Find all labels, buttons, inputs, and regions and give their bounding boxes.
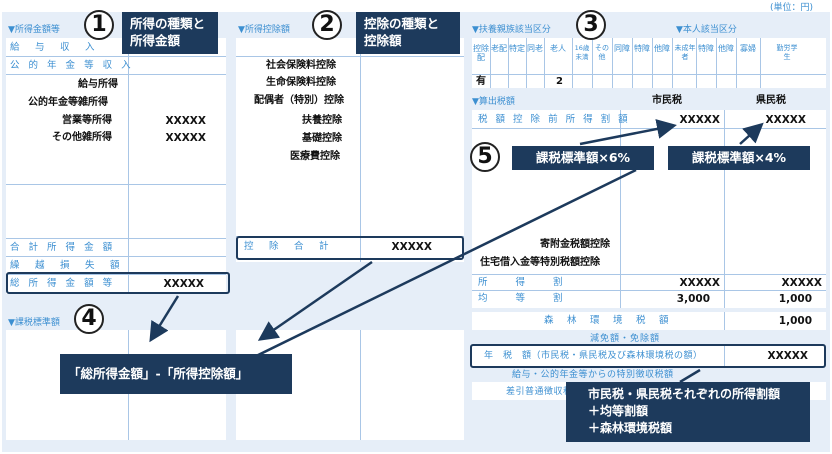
equal-split-label: 均 等 割 <box>478 293 566 304</box>
col-other-disabled: 他障 <box>654 44 670 53</box>
col-minor: 未成年者 <box>674 44 696 61</box>
medical-deduction: 医療費控除 <box>290 151 340 162</box>
other-misc-income-value: XXXXX <box>165 132 206 144</box>
self-category-header: ▼本人該当区分 <box>676 25 737 35</box>
total-income-label: 合 計 所 得 金 額 <box>10 242 116 253</box>
taxable-standard-header: ▼課税標準額 <box>8 318 60 328</box>
pension-misc-income-type: 公的年金等雑所得 <box>28 97 108 108</box>
callout-annual-formula: 市民税・県民税それぞれの所得割額 ＋均等割額 ＋森林環境税額 <box>566 382 810 442</box>
dependent-deduction: 扶養控除 <box>302 115 342 126</box>
deduction-total-value: XXXXX <box>391 241 432 253</box>
annual-tax-highlight <box>470 344 826 368</box>
col-spouse-deduction: 控除配 <box>473 44 489 62</box>
tax-table <box>472 110 826 308</box>
callout-city-rate: 課税標準額×6% <box>512 146 654 170</box>
pension-income-label: 公 的 年 金 等 収 入 <box>10 60 134 71</box>
income-panel <box>6 22 226 294</box>
unit-label: (単位：円) <box>770 3 814 13</box>
marker-1: 1 <box>84 10 114 40</box>
deduction-section-header: ▼所得控除額 <box>238 25 290 35</box>
basic-deduction: 基礎控除 <box>302 133 342 144</box>
reduction-label: 減免額・免除額 <box>590 334 661 344</box>
housing-loan-deduction-label: 住宅借入金等特別税額控除 <box>480 257 600 268</box>
salary-income-type: 給与所得 <box>78 79 118 90</box>
col-specific: 特定 <box>509 44 525 53</box>
salary-income-label: 給 与 収 入 <box>10 42 98 53</box>
arrow-to-city-tax <box>579 119 677 146</box>
income-table <box>6 38 226 294</box>
col-other: その他 <box>595 44 609 61</box>
equal-split-city-value: 3,000 <box>676 293 710 305</box>
pref-tax-header: 県民税 <box>756 95 786 106</box>
pre-deduction-city-value: XXXXX <box>679 114 720 126</box>
other-misc-income-type: その他雑所得 <box>52 132 112 143</box>
gross-income-highlight <box>6 272 230 294</box>
col-cohabit-disabled: 同障 <box>614 44 630 53</box>
donation-deduction-label: 寄附金税額控除 <box>540 239 610 250</box>
col-working-student: 勤労学生 <box>776 44 798 61</box>
income-section-header: ▼所得金額等 <box>8 25 60 35</box>
deduction-total-highlight <box>236 236 464 260</box>
deduction-panel <box>236 22 464 262</box>
col-elderly-spouse: 老配 <box>491 44 507 53</box>
annual-tax-value: XXXXX <box>767 350 808 362</box>
ordinary-collection-label: 差引普通徴収税額 <box>506 387 583 397</box>
income-split-label: 所 得 割 <box>478 277 566 288</box>
forest-tax-label: 森 林 環 境 税 額 <box>544 315 671 326</box>
col-cohabit-elderly: 同老 <box>527 44 543 53</box>
col-self-special-disabled: 特障 <box>698 44 714 53</box>
income-col-divider <box>128 38 129 294</box>
col-widow: 寡婦 <box>740 44 756 53</box>
income-split-pref-value: XXXXX <box>781 277 822 289</box>
arrow-to-pref-tax <box>739 122 764 145</box>
marker-4: 4 <box>74 304 104 334</box>
gross-income-value: XXXXX <box>163 278 204 290</box>
carryover-loss-label: 繰 越 損 失 額 <box>10 260 123 271</box>
special-collection-label: 給与・公的年金等からの特別徴収税額 <box>512 370 674 380</box>
pre-deduction-pref-value: XXXXX <box>765 114 806 126</box>
category-grid <box>472 38 826 88</box>
business-income-type: 営業等所得 <box>62 115 112 126</box>
spouse-deduction-value: 有 <box>476 76 486 87</box>
dependents-header: ▼扶養親族該当区分 <box>472 25 551 35</box>
arrow-taxable-to-tax <box>247 168 637 362</box>
city-tax-header: 市民税 <box>652 95 682 106</box>
life-insurance-deduction: 生命保険料控除 <box>266 77 336 88</box>
annual-tax-label: 年 税 額（市民税・県民税及び森林環境税の額） <box>484 351 703 361</box>
callout-pref-rate: 課税標準額×4% <box>668 146 810 170</box>
spouse-deduction: 配偶者（特別）控除 <box>254 95 344 106</box>
col-elderly: 老人 <box>550 44 566 53</box>
pre-deduction-label: 税 額 控 除 前 所 得 割 額 <box>478 114 631 125</box>
callout-taxable-formula: 「総所得金額」-「所得控除額」 <box>60 354 292 394</box>
marker-5: 5 <box>470 142 500 172</box>
col-self-other-disabled: 他障 <box>718 44 734 53</box>
callout-income-types: 所得の種類と 所得金額 <box>122 12 218 54</box>
callout-deduction-types: 控除の種類と 控除額 <box>356 12 460 54</box>
business-income-value: XXXXX <box>165 115 206 127</box>
income-split-city-value: XXXXX <box>679 277 720 289</box>
arrow-gross-to-taxable <box>149 295 180 343</box>
marker-2: 2 <box>312 10 342 40</box>
gross-income-label: 総 所 得 金 額 等 <box>10 278 116 289</box>
social-insurance-deduction: 社会保険料控除 <box>266 60 336 71</box>
marker-3: 3 <box>576 10 606 40</box>
col-under-16: 16歳未満 <box>574 44 590 61</box>
arrow-to-annual-tax <box>679 368 701 384</box>
elderly-count-value: 2 <box>556 76 563 87</box>
equal-split-pref-value: 1,000 <box>778 293 812 305</box>
calc-tax-header: ▼算出税額 <box>472 97 515 107</box>
arrow-deduction-to-taxable <box>257 260 373 341</box>
forest-tax-value: 1,000 <box>778 315 812 327</box>
col-special-disabled: 特障 <box>634 44 650 53</box>
deduction-total-label: 控 除 合 計 <box>244 241 332 252</box>
